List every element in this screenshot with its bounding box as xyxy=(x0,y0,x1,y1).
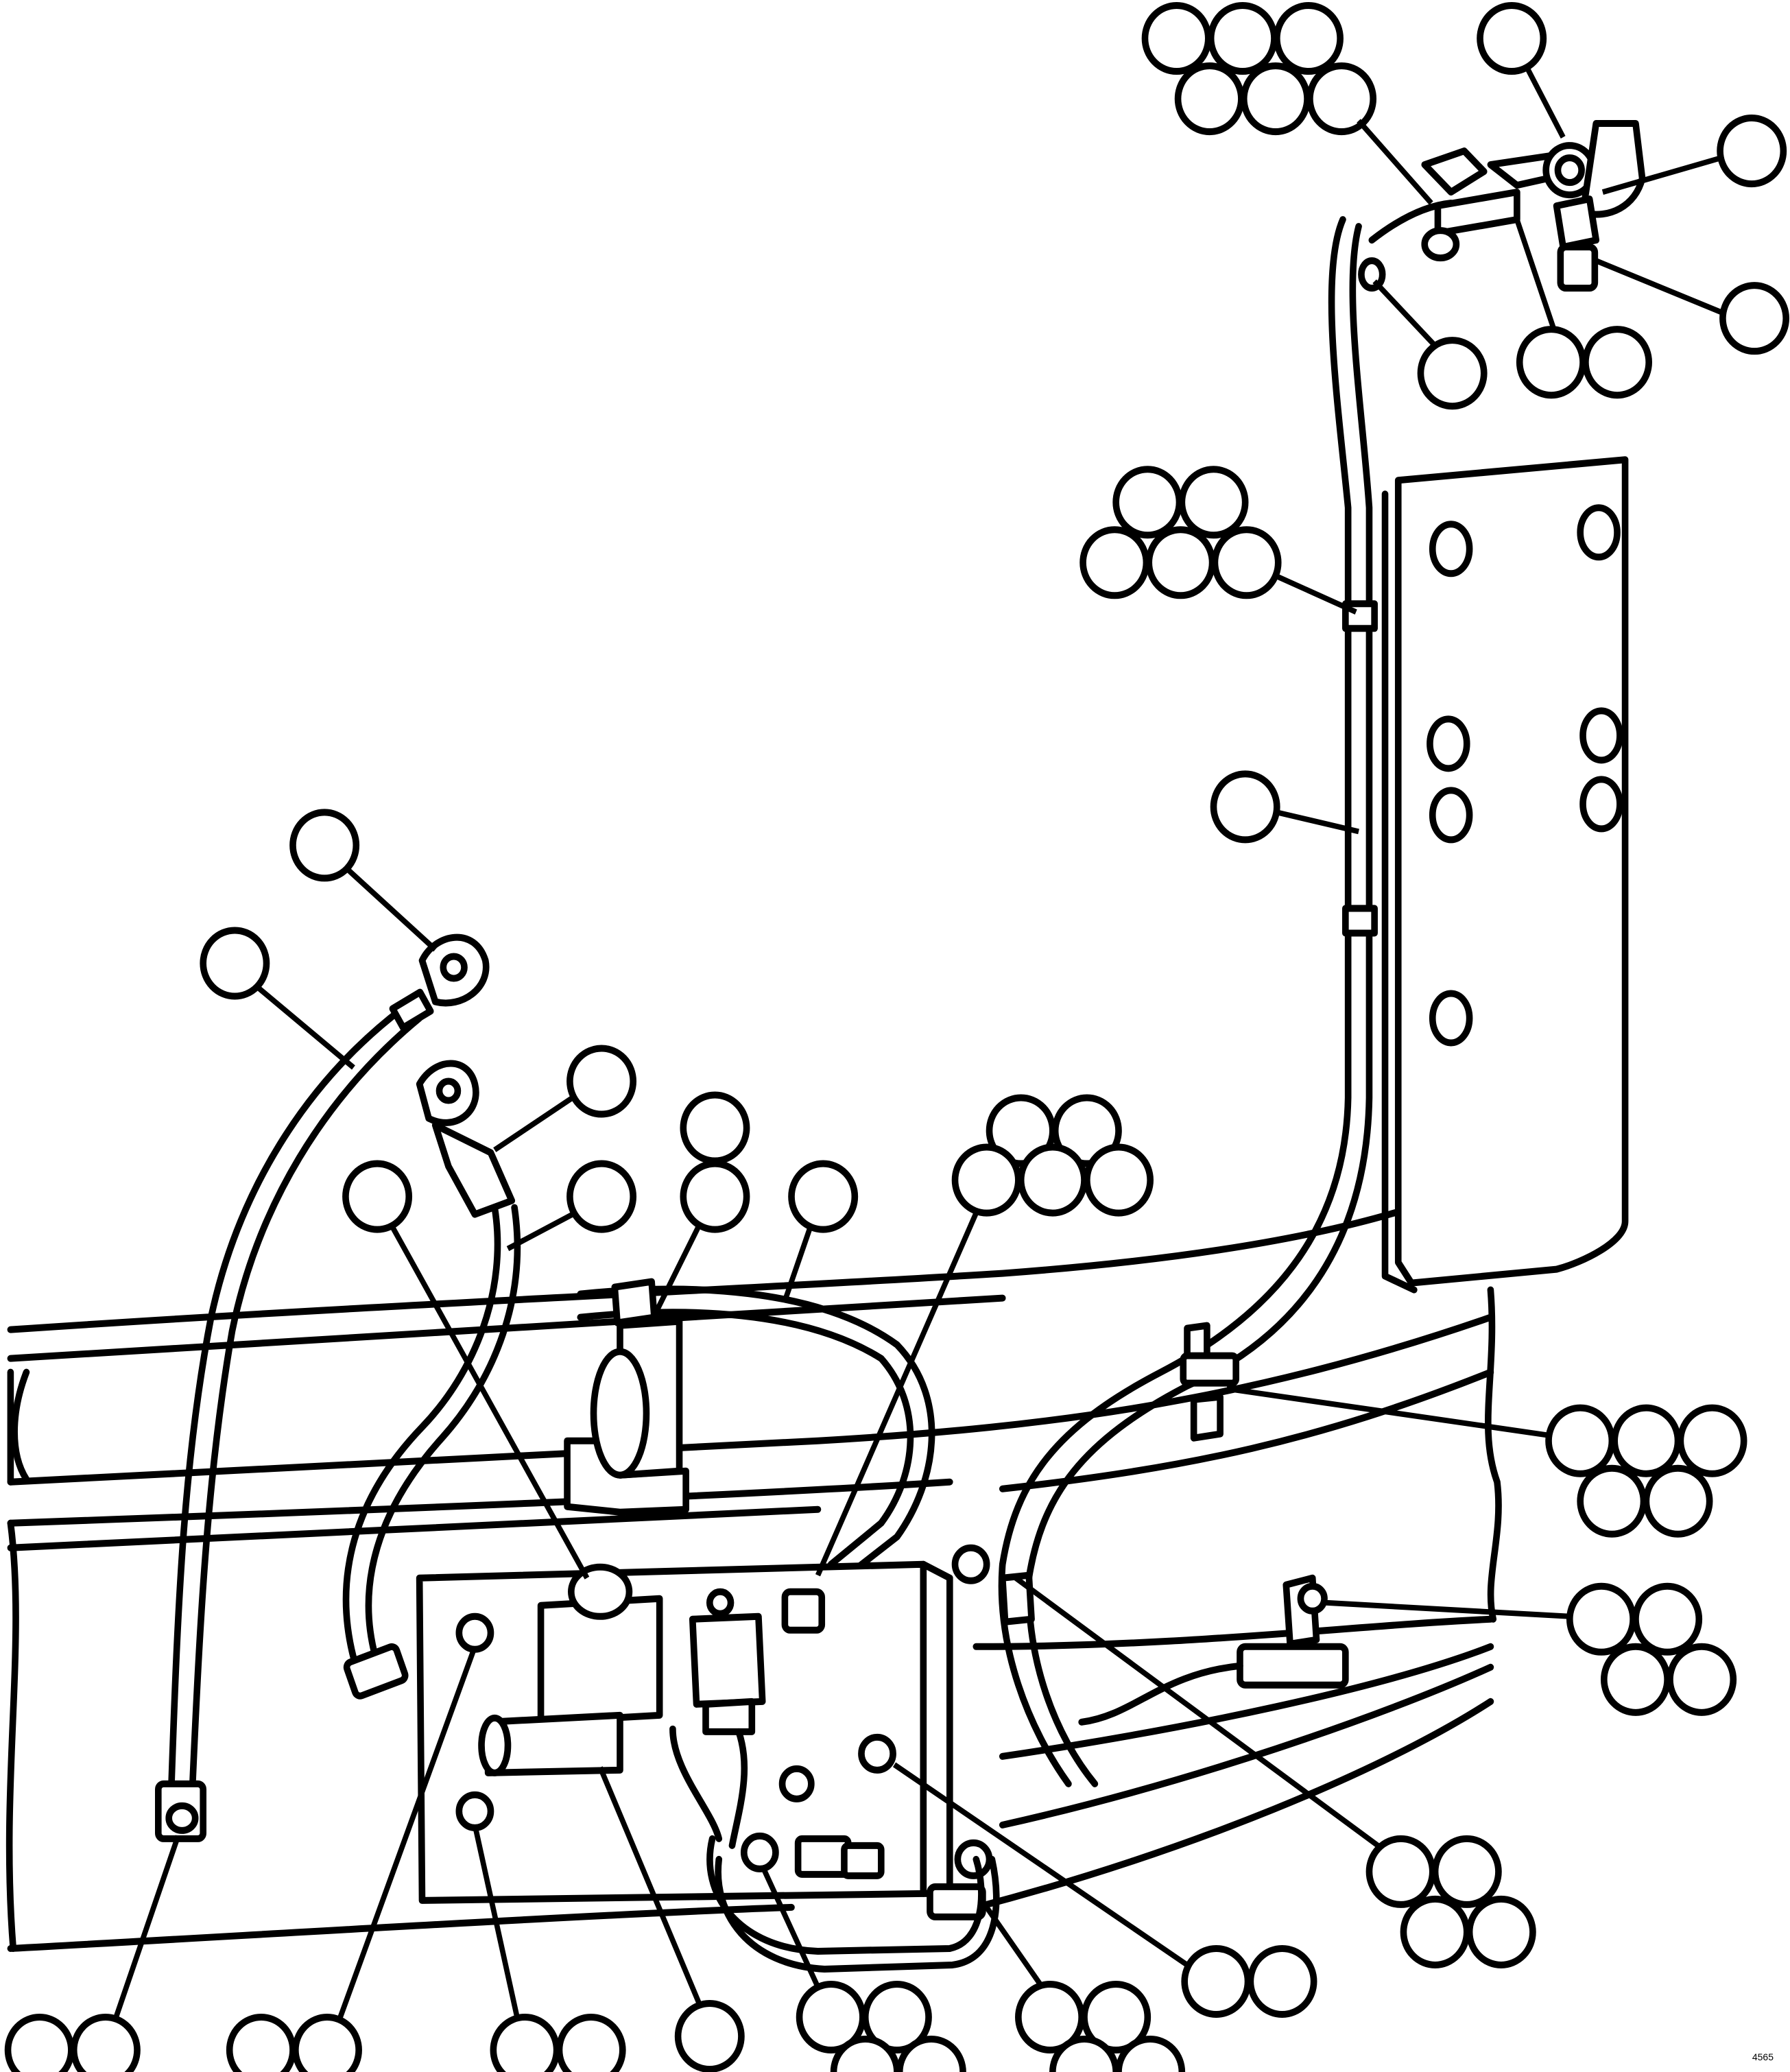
callout-top-right-low xyxy=(1595,258,1790,355)
callout-bottom-4 xyxy=(597,1766,745,2072)
callout-plate-clamp xyxy=(815,1094,1154,1577)
callout-bracket xyxy=(1372,279,1488,410)
callout-top-left xyxy=(1141,2,1433,205)
electrical-panel xyxy=(343,1322,1349,1973)
callout-stud-right xyxy=(1325,1582,1737,1716)
plate-bolt xyxy=(1427,504,1623,1047)
callout-top-right xyxy=(1601,115,1787,195)
mounting-plate xyxy=(1381,456,1629,1294)
callout-ground-cable xyxy=(200,927,355,1070)
callout-valve xyxy=(342,1160,590,1580)
callout-bottom-1 xyxy=(4,1835,181,2072)
callout-bottom-2 xyxy=(226,1645,478,2072)
callout-top-single xyxy=(1477,2,1566,139)
callout-ground-stud xyxy=(892,1762,1317,2018)
callout-cable-boot xyxy=(506,1160,637,1252)
callout-terminal-cap xyxy=(493,1045,637,1152)
top-connector-cluster xyxy=(1358,120,1646,292)
callout-frame-clamp xyxy=(1226,1385,1747,1538)
figure-code: 4565 xyxy=(1752,2051,1774,2062)
callout-clamp-upper xyxy=(1079,466,1357,615)
callout-relay-stack xyxy=(654,1091,750,1312)
callout-fitting xyxy=(1514,218,1653,399)
callout-bottom-5 xyxy=(760,1865,966,2072)
callout-bottom-3 xyxy=(472,1824,626,2072)
callout-harness-vertical xyxy=(1210,770,1359,844)
callout-plate-nut xyxy=(1014,1575,1536,1968)
cross-harness xyxy=(564,1278,935,1582)
callout-harness-loop xyxy=(782,1160,859,1302)
callout-bottom-6 xyxy=(984,1905,1186,2072)
callout-ground-terminal xyxy=(289,809,438,952)
vertical-harness xyxy=(998,216,1378,1787)
short-ground-cable xyxy=(342,1060,521,1671)
ground-cable xyxy=(154,933,490,1842)
